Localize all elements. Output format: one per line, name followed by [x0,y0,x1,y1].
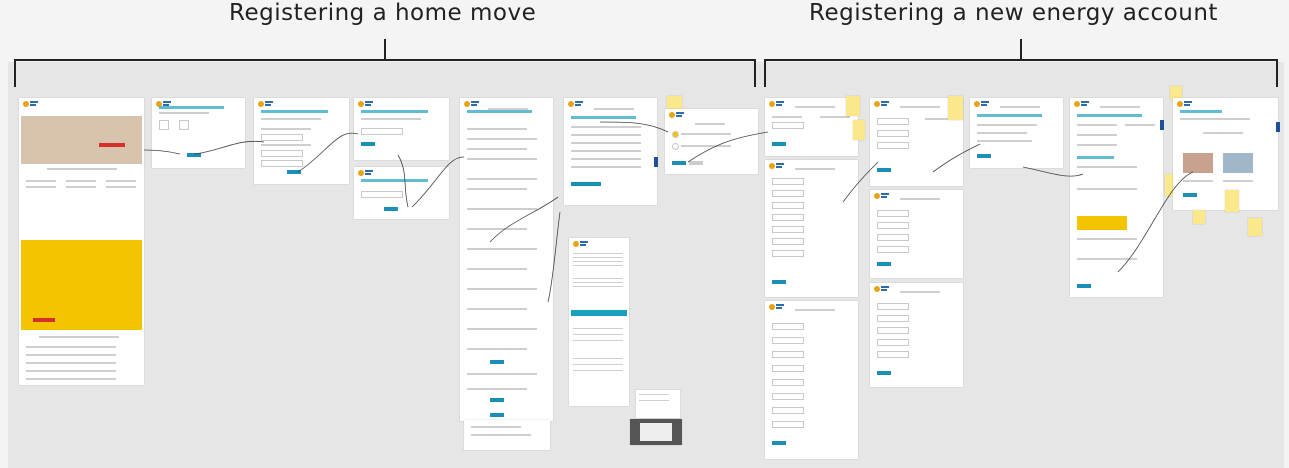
screen-about-home-energy[interactable] [970,98,1063,168]
family-photo [1183,153,1213,173]
sticky-note [1225,190,1239,212]
screen-account-choice[interactable] [665,109,758,174]
screen-landing-page[interactable] [19,98,144,385]
screen-personal-details-3[interactable] [870,283,963,387]
side-tab-marker [654,157,658,167]
bracket-energy-account [764,39,1278,87]
screen-address-details-1[interactable] [765,98,858,156]
heading-registering-home-move: Registering a home move [229,0,537,26]
screen-moving-out-property[interactable] [152,98,245,168]
screen-personal-details-2[interactable] [870,190,963,278]
flow-board[interactable] [8,62,1284,468]
sticky-note [1170,86,1182,100]
sticky-note [853,120,865,140]
screen-business-payment[interactable] [1070,98,1163,297]
screen-address-details-3[interactable] [765,301,858,459]
sticky-note [948,96,963,120]
sticky-note [1248,218,1262,236]
heading-registering-energy-account: Registering a new energy account [809,0,1218,26]
sticky-note [846,96,860,116]
sticky-note [1193,210,1205,224]
screen-personal-details-1[interactable] [870,98,963,186]
screen-address-form-continued [464,420,550,450]
side-tab-marker [1160,120,1164,130]
screen-dark-screenshot[interactable] [630,419,682,445]
screen-address-details-2[interactable] [765,160,858,297]
flow-connectors [143,121,1194,303]
screen-new-address-form[interactable] [460,98,553,421]
hero-image [21,116,142,164]
screen-confirmation-document[interactable] [569,238,629,406]
yellow-info-block [21,240,142,330]
screen-small-popup[interactable] [636,390,680,418]
screen-review-your-details[interactable] [564,98,657,205]
couple-photo [1223,153,1253,173]
side-tab-marker [1276,122,1280,132]
screen-moving-date[interactable] [354,98,449,160]
screen-moving-in[interactable] [354,167,449,219]
bracket-home-move [14,39,756,87]
